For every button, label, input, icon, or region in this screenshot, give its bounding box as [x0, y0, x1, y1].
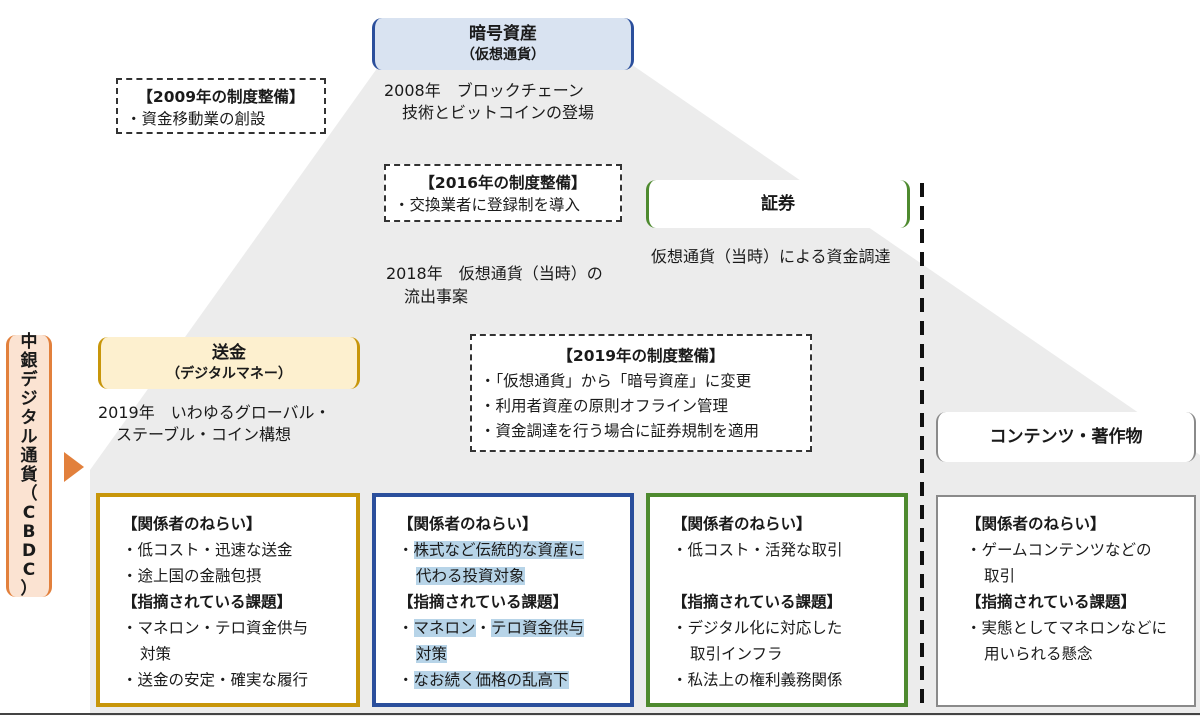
regulation-2016-item: ・交換業者に登録制を導入 — [394, 196, 581, 214]
remittance-header-subtitle: （デジタルマネー） — [166, 366, 292, 383]
contents-issue-1b: 用いられる懸念 — [984, 645, 1093, 663]
securities-aim-title: 【関係者のねらい】 — [672, 515, 812, 533]
securities-note: 仮想通貨（当時）による資金調達 — [651, 247, 891, 266]
contents-aim-1a: ・ゲームコンテンツなどの — [966, 541, 1152, 559]
regulation-2016-box: 【2016年の制度整備】 ・交換業者に登録制を導入 — [384, 164, 622, 222]
remittance-issue-1a: ・マネロン・テロ資金供与 — [122, 619, 309, 637]
contents-card: 【関係者のねらい】 ・ゲームコンテンツなどの 取引 【指摘されている課題】 ・実… — [936, 495, 1196, 707]
remittance-aim-1: ・低コスト・迅速な送金 — [122, 541, 293, 559]
crypto-card: 【関係者のねらい】 ・株式など伝統的な資産に 代わる投資対象 【指摘されている課… — [372, 493, 634, 707]
crypto-aim-1a: ・株式など伝統的な資産に — [398, 537, 620, 563]
regulation-2009-box: 【2009年の制度整備】 ・資金移動業の創設 — [116, 78, 326, 134]
event-2008-line1: 2008年 ブロックチェーン — [384, 81, 584, 100]
event-2018-line2: 流出事案 — [404, 287, 469, 306]
contents-issue-title: 【指摘されている課題】 — [966, 593, 1137, 611]
contents-issue-1a: ・実態としてマネロンなどに — [966, 619, 1168, 637]
securities-header: 証券 — [646, 180, 910, 228]
cbdc-arrow-icon — [64, 452, 84, 482]
crypto-header-subtitle: （仮想通貨） — [461, 47, 545, 64]
remittance-aim-2: ・途上国の金融包摂 — [122, 567, 262, 585]
event-2019-line1: 2019年 いわゆるグローバル・ — [98, 403, 331, 422]
securities-issue-title: 【指摘されている課題】 — [672, 593, 843, 611]
crypto-aim-1b: 代わる投資対象 — [398, 563, 620, 589]
regulation-2019-item-1: ・「仮想通貨」から「暗号資産」に変更 — [480, 372, 752, 390]
crypto-issue-1c: 対策 — [398, 641, 620, 667]
securities-card: 【関係者のねらい】 ・低コスト・活発な取引 【指摘されている課題】 ・デジタル化… — [646, 493, 908, 707]
crypto-issue-2-text: なお続く価格の乱高下 — [413, 671, 569, 689]
crypto-issue-1b-text: テロ資金供与 — [491, 619, 585, 637]
regulation-2016-title: 【2016年の制度整備】 — [419, 174, 587, 192]
cbdc-label-text: 中銀デジタル通貨（CBDC） — [20, 332, 38, 599]
contents-aim-1b: 取引 — [984, 567, 1016, 585]
regulation-2019-item-2: ・利用者資産の原則オフライン管理 — [480, 397, 729, 415]
remittance-aim-title: 【関係者のねらい】 — [122, 515, 262, 533]
crypto-issue-2-bullet: ・ — [398, 671, 414, 689]
crypto-issue-1a: ・マネロン・テロ資金供与 — [398, 615, 620, 641]
crypto-issue-1c-text: 対策 — [416, 645, 448, 663]
crypto-issue-title: 【指摘されている課題】 — [398, 593, 569, 611]
regulation-2019-title: 【2019年の制度整備】 — [557, 347, 725, 365]
remittance-header-title: 送金 — [212, 343, 246, 364]
contents-header: コンテンツ・著作物 — [936, 412, 1196, 462]
crypto-aim-1b-text: 代わる投資対象 — [416, 567, 525, 585]
contents-aim-title: 【関係者のねらい】 — [966, 515, 1106, 533]
crypto-aim-1a-text: 株式など伝統的な資産に — [413, 541, 585, 559]
crypto-issue-2: ・なお続く価格の乱高下 — [398, 667, 620, 693]
regulation-2019-box: 【2019年の制度整備】 ・「仮想通貨」から「暗号資産」に変更 ・利用者資産の原… — [470, 334, 812, 452]
event-2019-line2: ステーブル・コイン構想 — [116, 425, 292, 444]
event-2008-line2: 技術とビットコインの登場 — [402, 103, 595, 122]
remittance-issue-1b: 対策 — [140, 645, 172, 663]
regulation-2009-item: ・資金移動業の創設 — [126, 110, 266, 128]
regulation-2009-title: 【2009年の制度整備】 — [137, 88, 305, 106]
crypto-aim-title: 【関係者のねらい】 — [398, 515, 538, 533]
crypto-aim-1a-bullet: ・ — [398, 541, 414, 559]
crypto-header-title: 暗号資産 — [469, 24, 537, 45]
remittance-header: 送金 （デジタルマネー） — [98, 337, 360, 389]
securities-issue-2: ・私法上の権利義務関係 — [672, 671, 843, 689]
cbdc-label: 中銀デジタル通貨（CBDC） — [6, 332, 52, 599]
crypto-header: 暗号資産 （仮想通貨） — [372, 18, 634, 70]
remittance-issue-title: 【指摘されている課題】 — [122, 593, 293, 611]
securities-issue-1b: 取引インフラ — [690, 645, 783, 663]
event-2018-line1: 2018年 仮想通貨（当時）の — [386, 264, 603, 283]
remittance-issue-2: ・送金の安定・確実な履行 — [122, 671, 309, 689]
securities-aim-1: ・低コスト・活発な取引 — [672, 541, 843, 559]
regulation-2019-item-3: ・資金調達を行う場合に証券規制を適用 — [480, 422, 760, 440]
remittance-card: 【関係者のねらい】 ・低コスト・迅速な送金 ・途上国の金融包摂 【指摘されている… — [96, 493, 360, 707]
crypto-issue-1-sep: ・ — [475, 619, 492, 637]
contents-header-title: コンテンツ・著作物 — [989, 426, 1143, 447]
securities-issue-1a: ・デジタル化に対応した — [672, 619, 843, 637]
securities-header-title: 証券 — [761, 193, 795, 214]
crypto-issue-1a-text: マネロン — [413, 619, 476, 637]
crypto-issue-1-bullet: ・ — [398, 619, 414, 637]
spacer — [672, 563, 894, 575]
